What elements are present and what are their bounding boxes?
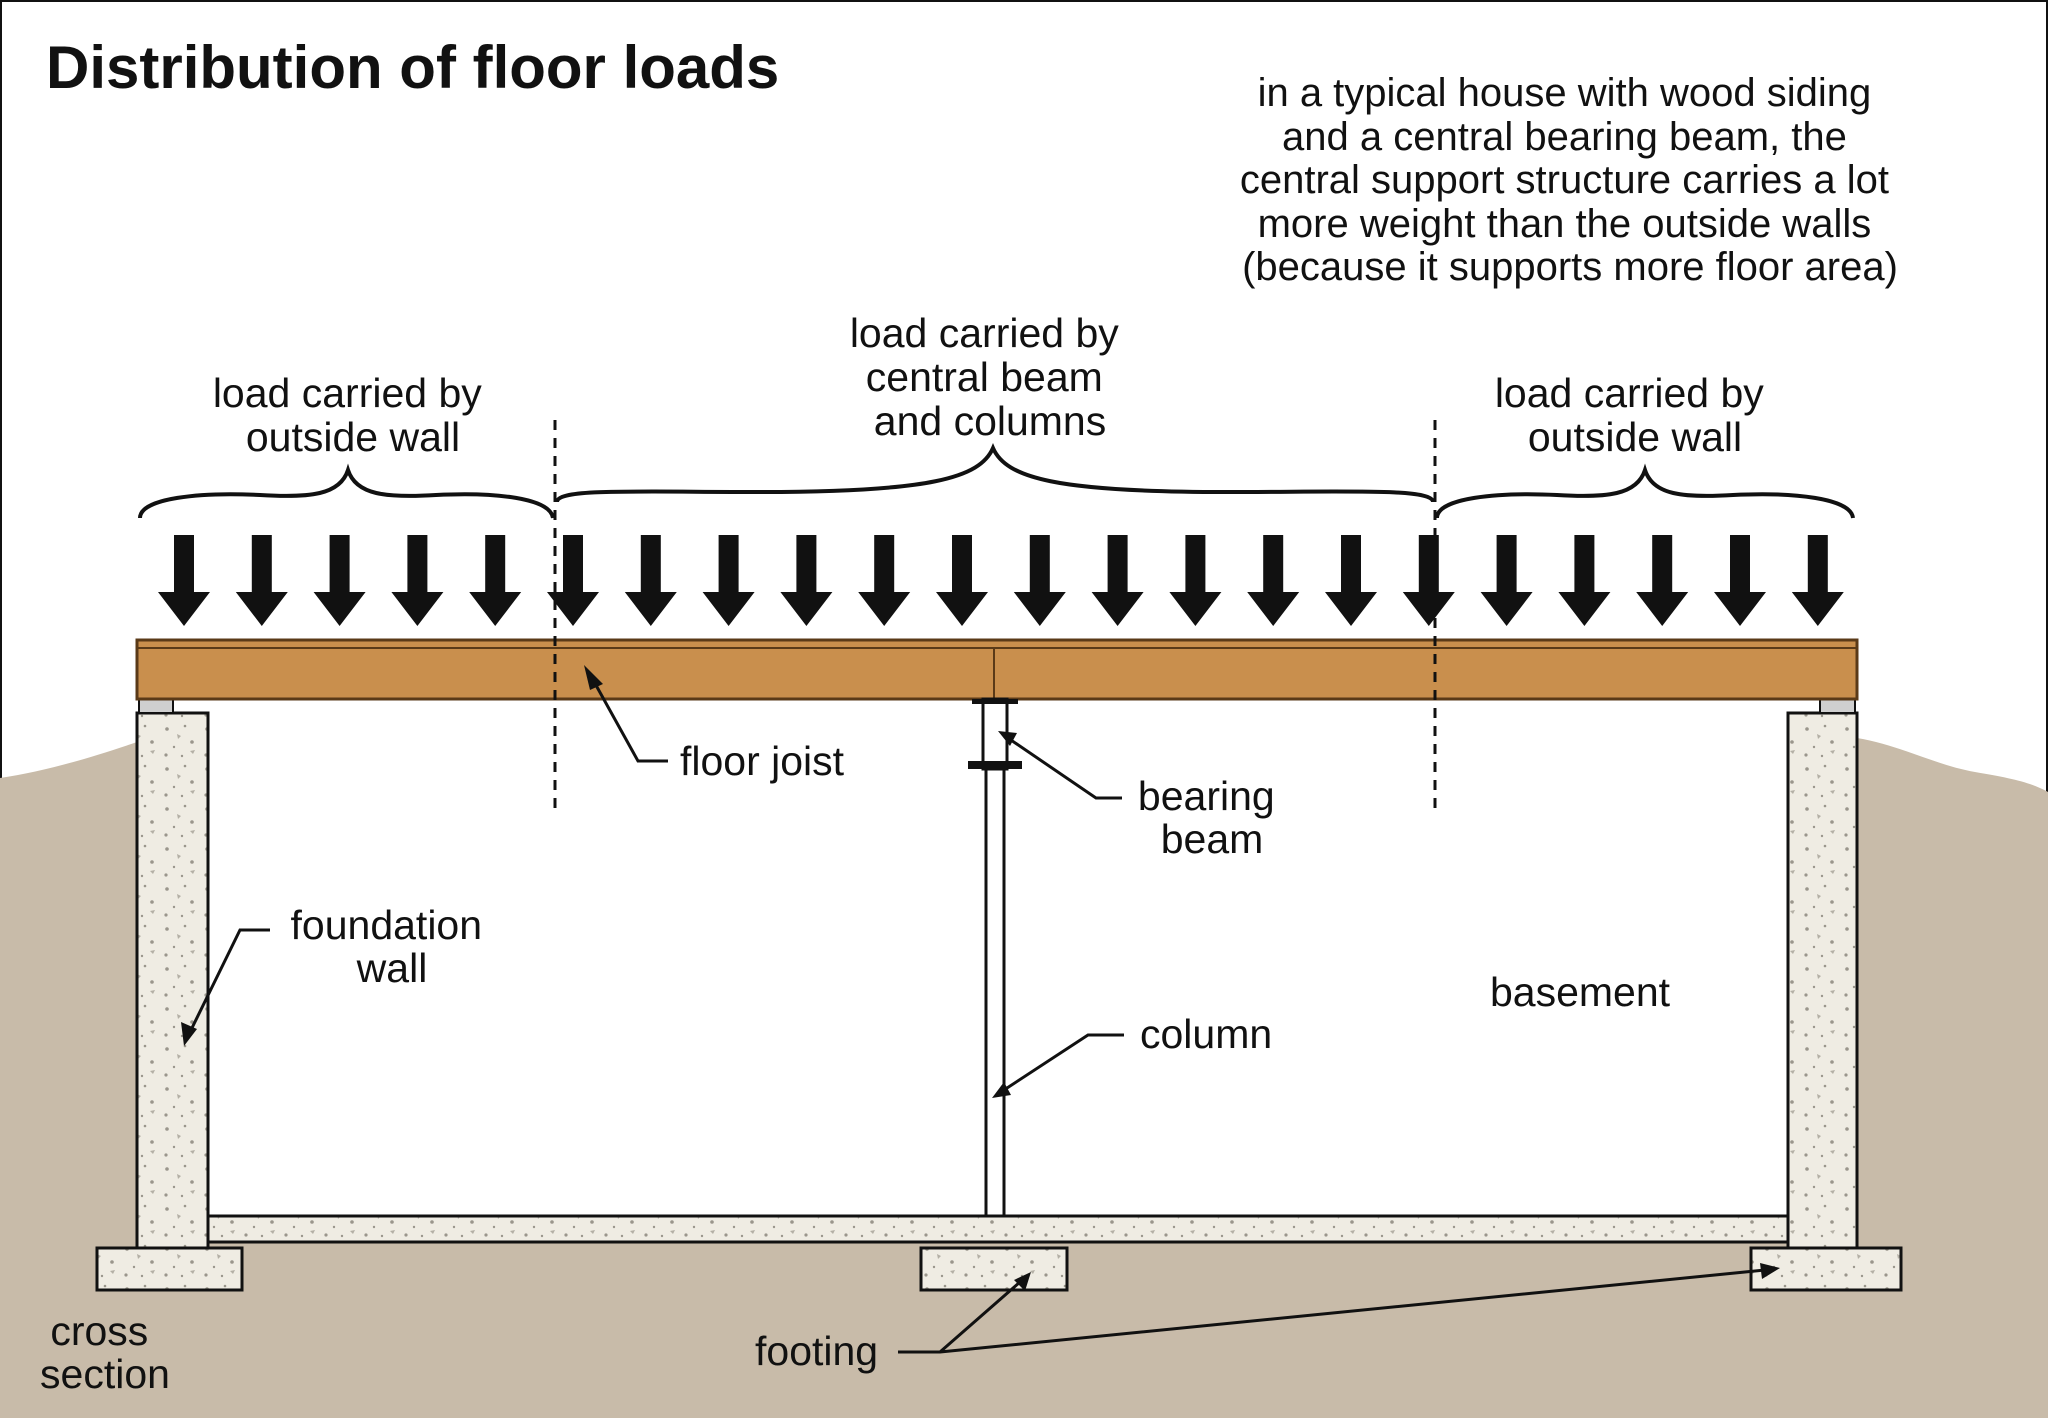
- load-arrow-icon: [1636, 535, 1689, 626]
- load-arrow-icon: [1558, 535, 1611, 626]
- load-arrow-icon: [1325, 535, 1377, 626]
- load-label-line: load carried by: [213, 370, 482, 416]
- load-label-line: and columns: [874, 398, 1106, 444]
- column: [984, 767, 1006, 1218]
- note-line: more weight than the outside walls: [1258, 202, 1872, 246]
- load-arrow-icon: [1402, 535, 1455, 626]
- note-line: central support structure carries a lot: [1240, 158, 1889, 202]
- foundation-wall-left: [135, 711, 210, 1250]
- load-label-line: load carried by: [850, 310, 1119, 356]
- callout-line: foundation: [291, 902, 483, 948]
- basement-slab: [206, 1214, 1790, 1244]
- load-arrow-icon: [858, 535, 911, 626]
- label-cross-section: cross section: [40, 1308, 170, 1397]
- label-bearing-beam: bearing beam: [1138, 773, 1286, 862]
- bearing-beam-leader: [1007, 736, 1122, 800]
- callout-line: footing: [755, 1328, 878, 1374]
- load-arrows: [158, 535, 1844, 626]
- load-label-line: outside wall: [246, 414, 460, 460]
- load-arrow-icon: [1791, 535, 1844, 626]
- note-line: (because it supports more floor area): [1242, 245, 1898, 289]
- callout-line: wall: [356, 945, 428, 991]
- load-arrow-icon: [1013, 535, 1066, 626]
- floor-joist-leader: [590, 677, 668, 763]
- foundation-wall-arrowhead: [181, 1022, 197, 1046]
- foundation-wall-right: [1786, 711, 1859, 1250]
- footing-leader: [898, 1268, 1766, 1354]
- load-label-line: load carried by: [1495, 370, 1764, 416]
- ground: [0, 738, 2048, 1418]
- load-label-left: load carried by outside wall: [213, 370, 493, 460]
- label-footing: footing: [755, 1328, 878, 1374]
- label-column: column: [1140, 1011, 1272, 1057]
- bearing-beam-arrowhead: [998, 731, 1017, 746]
- callout-line: cross: [50, 1308, 148, 1354]
- brace-left: [138, 463, 555, 519]
- load-arrow-icon: [1247, 535, 1300, 626]
- column-arrowhead: [992, 1082, 1011, 1098]
- load-arrow-icon: [469, 535, 522, 626]
- load-arrow-icon: [235, 535, 288, 626]
- bearing-beam-cap: [972, 699, 1018, 704]
- load-arrow-icon: [158, 535, 210, 626]
- load-arrow-icon: [1091, 535, 1144, 626]
- explanatory-note: in a typical house with wood siding and …: [1240, 71, 1900, 289]
- diagram-title: Distribution of floor loads: [46, 34, 779, 101]
- label-basement: basement: [1490, 969, 1671, 1015]
- load-arrow-icon: [780, 535, 833, 626]
- load-label-line: outside wall: [1528, 414, 1742, 460]
- sill-plate-left: [138, 698, 174, 714]
- label-floor-joist: floor joist: [680, 738, 845, 784]
- callout-line: beam: [1161, 816, 1264, 862]
- sill-plate-right: [1819, 698, 1856, 714]
- column-cap-plate: [968, 761, 1022, 769]
- brace-right: [1435, 463, 1855, 519]
- callout-line: column: [1140, 1011, 1272, 1057]
- callout-line: section: [40, 1351, 170, 1397]
- floor-joist-arrowhead: [584, 665, 603, 690]
- load-arrow-icon: [391, 535, 444, 626]
- load-label-line: central beam: [866, 354, 1103, 400]
- callout-line: floor joist: [680, 738, 845, 784]
- callout-line: bearing: [1138, 773, 1275, 819]
- load-arrow-icon: [1714, 535, 1766, 626]
- load-label-right: load carried by outside wall: [1495, 370, 1775, 460]
- load-arrow-icon: [547, 535, 599, 626]
- load-arrow-icon: [1169, 535, 1222, 626]
- column-leader: [1003, 1033, 1124, 1092]
- load-arrow-icon: [624, 535, 677, 626]
- brace-center: [555, 442, 1435, 503]
- load-arrow-icon: [936, 535, 988, 626]
- load-label-center: load carried by central beam and columns: [850, 310, 1130, 444]
- load-arrow-icon: [702, 535, 755, 626]
- footing-left: [95, 1246, 244, 1292]
- callout-line: basement: [1490, 969, 1671, 1015]
- load-arrow-icon: [1480, 535, 1533, 626]
- foundation-wall-leader: [188, 928, 270, 1033]
- footing-center: [919, 1246, 1069, 1292]
- note-line: in a typical house with wood siding: [1258, 71, 1872, 115]
- note-line: and a central bearing beam, the: [1282, 115, 1847, 159]
- footing-arrowhead-center: [1014, 1272, 1031, 1291]
- load-arrow-icon: [313, 535, 366, 626]
- footing-arrowhead-right: [1760, 1263, 1780, 1279]
- label-foundation-wall: foundation wall: [291, 902, 494, 991]
